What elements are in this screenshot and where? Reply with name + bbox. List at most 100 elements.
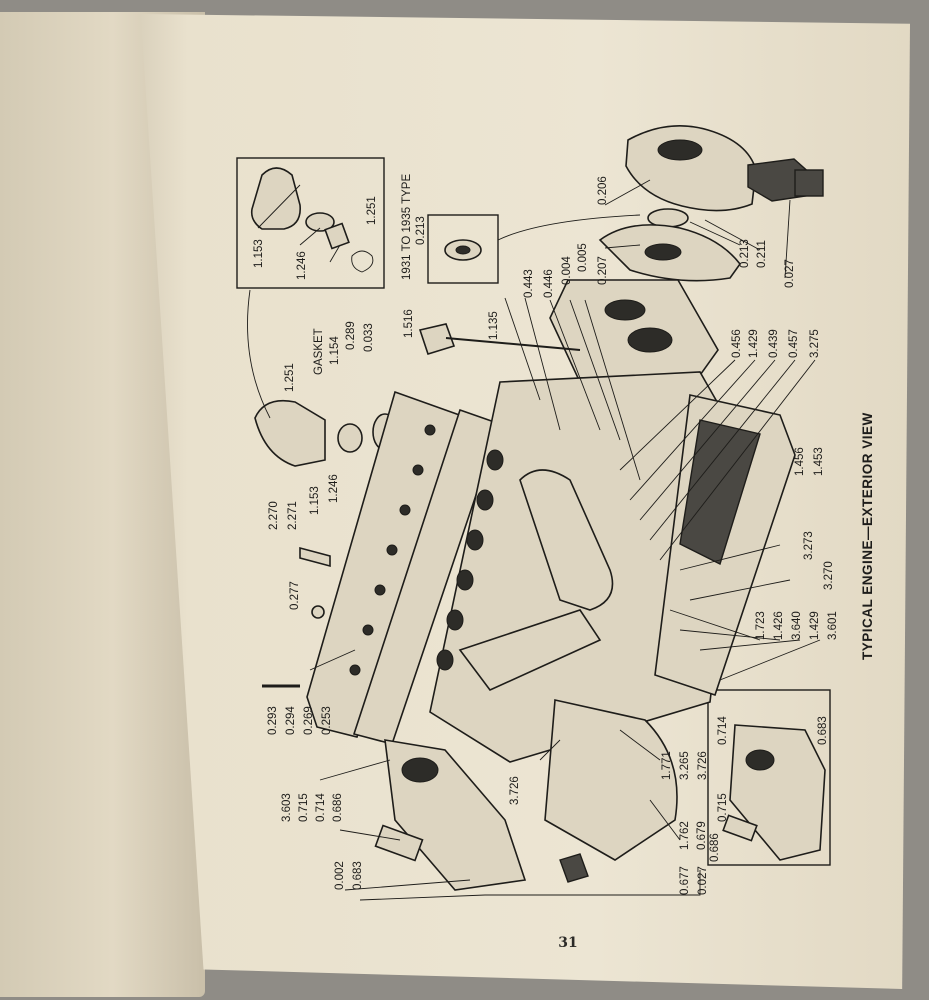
callout-1456: 1.456 (794, 447, 806, 476)
water-outlet-inset-part (250, 167, 301, 230)
callout-1251-b: 1.251 (284, 363, 296, 392)
water-outlet (254, 399, 326, 467)
front-plate-hole-1 (604, 299, 646, 321)
washer-part (305, 212, 335, 232)
callout-0294: 0.294 (285, 706, 297, 735)
callout-0456: 0.456 (731, 329, 743, 358)
callout-0439: 0.439 (768, 329, 780, 358)
callout-0715-a: 0.715 (298, 793, 310, 822)
intake-manifold (519, 469, 614, 611)
front-plate (549, 279, 719, 379)
inset-box-1931-type (427, 214, 499, 284)
stud (311, 605, 325, 619)
callout-1135: 1.135 (488, 311, 500, 340)
callout-0269: 0.269 (303, 706, 315, 735)
callout-1771: 1.771 (661, 751, 673, 780)
timing-gasket-hole (644, 243, 682, 261)
callout-1154: 1.154 (329, 336, 341, 365)
callout-0253: 0.253 (321, 706, 333, 735)
callout-0679: 0.679 (696, 821, 708, 850)
callout-3726-b: 3.726 (509, 776, 521, 805)
callout-1762: 1.762 (679, 821, 691, 850)
callout-0207: 0.207 (597, 256, 609, 285)
gasket-outline (351, 250, 374, 273)
callout-3273: 3.273 (803, 531, 815, 560)
callout-0457: 0.457 (788, 329, 800, 358)
bracket-block (794, 169, 824, 197)
callout-0033: 0.033 (363, 323, 375, 352)
head-bolt-holes (349, 424, 436, 676)
callout-3603: 3.603 (281, 793, 293, 822)
oil-filler-cap (418, 323, 456, 355)
drain-plug (559, 853, 589, 883)
spark-plug (299, 546, 331, 568)
callout-3601: 3.601 (827, 611, 839, 640)
callout-0005: 0.005 (577, 243, 589, 272)
callout-0677: 0.677 (679, 866, 691, 895)
callout-1723: 1.723 (755, 611, 767, 640)
callout-0683-a: 0.683 (817, 716, 829, 745)
engine-mount-bracket (729, 724, 826, 861)
callout-2271: 2.271 (287, 501, 299, 530)
page-title: TYPICAL ENGINE—EXTERIOR VIEW (860, 412, 875, 660)
callout-3270: 3.270 (823, 561, 835, 590)
callout-1516: 1.516 (403, 309, 415, 338)
callout-2270: 2.270 (268, 501, 280, 530)
callout-0004: 0.004 (561, 256, 573, 285)
nut-part (324, 222, 350, 250)
callout-1426: 1.426 (773, 611, 785, 640)
callout-0443: 0.443 (523, 269, 535, 298)
timing-cover-opening (657, 139, 703, 161)
oil-pan-shadow (679, 419, 761, 565)
callout-0002: 0.002 (334, 861, 346, 890)
timing-cover (625, 125, 757, 212)
inset-type-label: 1931 TO 1935 TYPE (401, 174, 413, 280)
inset-type-part: 0.213 (415, 216, 427, 245)
inset-box-outlet (236, 157, 385, 289)
support-pad (374, 824, 424, 862)
callout-0027-a: 0.027 (784, 259, 796, 288)
callout-3726-a: 3.726 (697, 751, 709, 780)
bracket-hole (745, 749, 775, 771)
exhaust-manifold (458, 609, 602, 691)
leader-lines (247, 179, 821, 901)
callout-gasket: GASKET (313, 328, 325, 375)
callout-1153-b: 1.153 (309, 486, 321, 515)
callout-3265: 3.265 (679, 751, 691, 780)
outlet-nut (337, 423, 363, 453)
callout-0686-a: 0.686 (332, 793, 344, 822)
front-plate-hole-2 (627, 327, 673, 353)
front-support-hole (401, 757, 439, 783)
callout-0686-b: 0.686 (709, 833, 721, 862)
callout-1429-a: 1.429 (748, 329, 760, 358)
callout-0206: 0.206 (597, 176, 609, 205)
callout-0683-b: 0.683 (352, 861, 364, 890)
callout-0714-b: 0.714 (717, 716, 729, 745)
callout-1246-b: 1.246 (328, 474, 340, 503)
callout-1429-b: 1.429 (809, 611, 821, 640)
bracket-pad (722, 814, 758, 842)
block-cylinder-holes (436, 449, 504, 671)
inset-box-bracket (707, 689, 831, 866)
callout-0213: 0.213 (739, 239, 751, 268)
callout-1246-a: 1.246 (296, 251, 308, 280)
callout-0277: 0.277 (289, 581, 301, 610)
callout-3275: 3.275 (809, 329, 821, 358)
callout-1251-a: 1.251 (366, 196, 378, 225)
dipstick (445, 337, 581, 351)
bearing-hole (455, 245, 471, 255)
callout-0027-b: 0.027 (697, 866, 709, 895)
callout-3640: 3.640 (791, 611, 803, 640)
callout-0446: 0.446 (543, 269, 555, 298)
callout-0211: 0.211 (756, 240, 768, 268)
cylinder-head (306, 390, 467, 738)
callout-0293: 0.293 (267, 706, 279, 735)
callout-1453: 1.453 (813, 447, 825, 476)
callout-1153-a: 1.153 (253, 239, 265, 268)
callout-0714-a: 0.714 (315, 793, 327, 822)
flywheel-housing (544, 699, 678, 861)
callout-0715-b: 0.715 (717, 793, 729, 822)
callout-0289: 0.289 (345, 321, 357, 350)
